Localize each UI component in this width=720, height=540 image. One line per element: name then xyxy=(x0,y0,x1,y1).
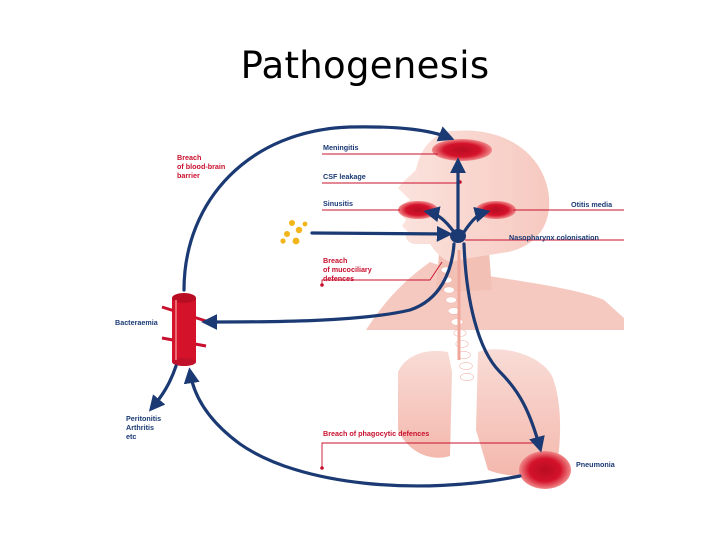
pneumonia-to-blood-arrow xyxy=(183,367,522,488)
to-peritonitis-arrow xyxy=(148,364,178,412)
label-peritonitis: Peritonitis xyxy=(126,414,161,423)
label-etc: etc xyxy=(126,432,136,441)
label-breach-mucociliary-1: Breach xyxy=(323,256,347,265)
label-breach-mucociliary-2: of mucociliary xyxy=(323,265,372,274)
slide-title: Pathogenesis xyxy=(240,44,490,87)
label-breach-blood-brain-3: barrier xyxy=(177,171,200,180)
head-shape xyxy=(398,130,550,262)
sinusitis-site xyxy=(398,201,438,219)
label-breach-phagocytic: Breach of phagocytic defences xyxy=(323,429,429,438)
pneumonia-site xyxy=(519,451,571,489)
label-sinusitis: Sinusitis xyxy=(323,199,353,208)
inhalation-arrow xyxy=(310,225,453,242)
to-bacteraemia-arrow xyxy=(201,242,456,330)
label-otitis-media: Otitis media xyxy=(571,200,613,209)
label-pneumonia: Pneumonia xyxy=(576,460,616,469)
to-otitis-arrow xyxy=(462,206,491,234)
label-arthritis: Arthritis xyxy=(126,423,154,432)
label-meningitis: Meningitis xyxy=(323,143,359,152)
label-bacteraemia: Bacteraemia xyxy=(115,318,159,327)
to-lungs-arrow xyxy=(462,242,545,453)
arrows xyxy=(148,125,545,488)
body-silhouette xyxy=(366,130,624,476)
label-csf-leakage: CSF leakage xyxy=(323,172,366,181)
blood-brain-arrow xyxy=(182,125,455,292)
left-lung-shape xyxy=(398,350,452,458)
label-breach-mucociliary-3: defences xyxy=(323,274,354,283)
to-sinusitis-arrow xyxy=(423,206,456,234)
otitis-media-site xyxy=(476,201,516,219)
torso-shape xyxy=(366,262,624,330)
bacteria-dots xyxy=(280,220,308,245)
meningitis-site xyxy=(432,139,492,161)
label-breach-blood-brain-1: Breach xyxy=(177,153,201,162)
label-breach-blood-brain-2: of blood-brain xyxy=(177,162,225,171)
label-nasopharynx-colonisation: Nasopharynx colonisation xyxy=(509,233,599,242)
blood-vessel xyxy=(161,293,207,366)
